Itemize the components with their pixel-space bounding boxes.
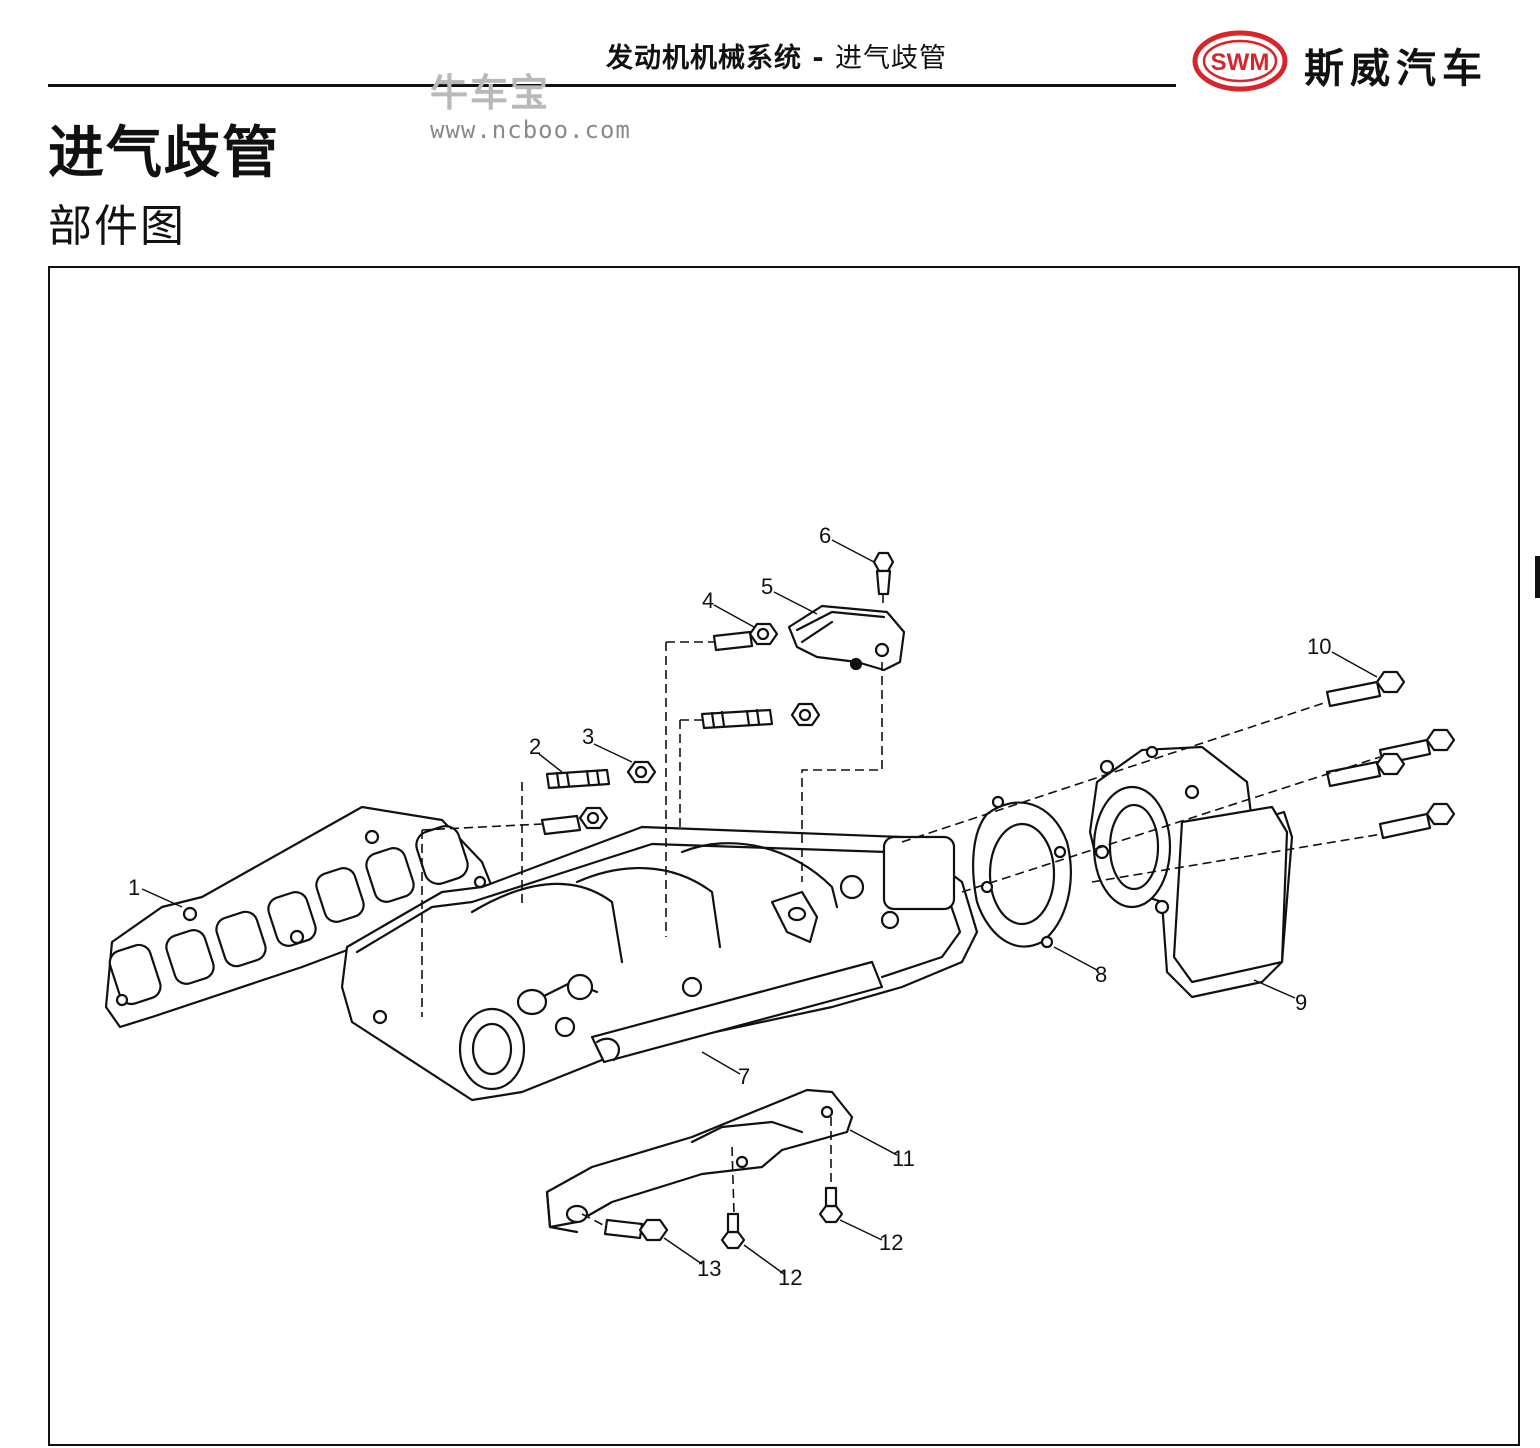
exploded-view-diagram: 1 2 3 4 5 6 7 8 9 10 11 12 12 13 [104,523,1456,1290]
edge-mark [1535,556,1540,598]
throttle-body-part-9 [1088,745,1294,999]
throttle-bolt-lower [1378,802,1456,840]
callout-11: 11 [892,1146,915,1171]
page-title: 进气歧管 [48,121,280,186]
header-separator: - [812,43,825,74]
callout-6: 6 [819,523,831,548]
intake-gasket-part [104,805,494,1029]
watermark-site-name: 牛车宝 [430,71,551,115]
callout-7: 7 [738,1064,750,1089]
intake-manifold-part-7 [340,825,979,1102]
assembly-guide-lines [421,594,1383,1228]
header-rule [48,84,1176,87]
callout-12-right: 12 [879,1230,903,1255]
callout-3: 3 [582,724,594,749]
nut-lower-part [540,806,609,836]
callout-13: 13 [697,1256,721,1281]
nut-part-3 [626,760,657,784]
stud-bolt-part-2 [545,768,611,790]
bracket-bolt-part-13 [603,1218,669,1242]
support-bracket-part-11 [545,1088,854,1234]
callout-9: 9 [1295,990,1307,1015]
swm-logo: SWM [1192,30,1288,92]
callout-12-left: 12 [778,1265,802,1290]
callout-8: 8 [1095,962,1107,987]
map-sensor-part-5 [787,604,906,672]
throttle-bolt-part-10-upper [1325,670,1406,708]
throttle-bolt-stud [1325,752,1406,788]
throttle-gasket-part-8 [972,795,1072,949]
section-title: 部件图 [48,201,186,252]
callout-10: 10 [1307,634,1331,659]
callout-1: 1 [128,875,140,900]
screw-part-6 [872,551,895,596]
bracket-bolt-part-12-right [818,1186,844,1224]
brand-name: 斯威汽车 [1304,46,1488,92]
watermark-url: www.ncboo.com [430,116,631,144]
callout-leader-lines [141,539,1378,1275]
header-section: 发动机机械系统 [606,43,802,74]
callout-5: 5 [761,574,773,599]
header-section-title: 发动机机械系统 - 进气歧管 [606,36,947,75]
bolt-part-4 [712,622,779,652]
bracket-bolt-part-12-left [720,1212,746,1250]
header-subsection: 进气歧管 [835,43,948,74]
parts-diagram-frame: 1 2 3 4 5 6 7 8 9 10 11 12 12 13 [48,266,1520,1446]
callout-2: 2 [529,734,541,759]
callout-4: 4 [702,588,714,613]
logo-text: SWM [1211,49,1270,76]
stud-bolt-upper [700,702,821,730]
